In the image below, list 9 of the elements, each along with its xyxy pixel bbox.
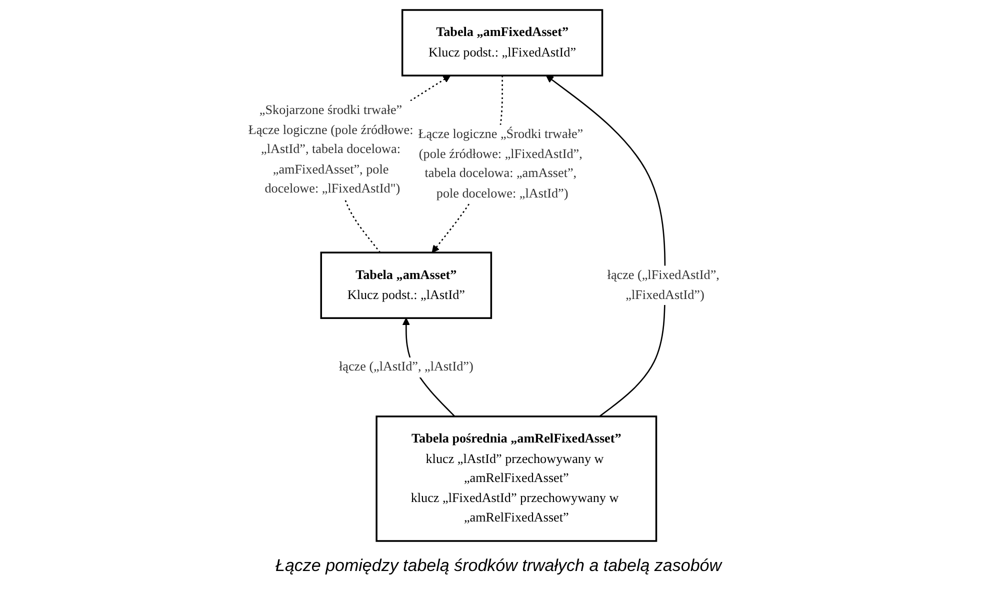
edge-label: Łącze logiczne „Środki trwałe” (pole źródłowe: „lFixedAstId”, tabela docelowa: „amAsset”, pole docelowe: „lAstId”) <box>418 126 583 200</box>
node-box: Tabela „amAsset” Klucz podst.: „lAstId” <box>320 251 492 318</box>
edge-label: „Skojarzone środki trwałe” Łącze logiczne (pole źródłowe: „lAstId”, tabela docelowa: „amFixedAsset”, pole docelowe: „lFixedAstId") <box>248 102 414 196</box>
edge-label: łącze („lAstId”, „lAstId”) <box>338 360 474 374</box>
node-box: Tabela pośrednia „amRelFixedAsset” klucz „lAstId” przechowywany w „amRelFixedAsset” klucz „lFixedAstId” przechowywany w „amRelFixedAsset” <box>375 415 657 542</box>
edge-label: łącze („lFixedAstId”, „lFixedAstId”) <box>607 268 720 302</box>
node-box: Tabela „amFixedAsset” Klucz podst.: „lFixedAstId” <box>401 8 603 76</box>
caption: Łącze pomiędzy tabelą środków trwałych a tabelą zasobów <box>274 556 724 576</box>
arrow <box>546 74 666 416</box>
